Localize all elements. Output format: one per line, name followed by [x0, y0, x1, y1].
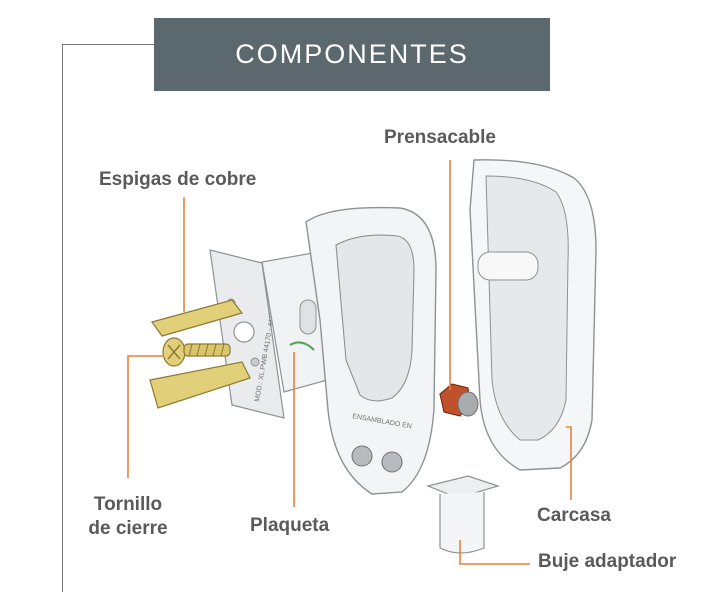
leader-tornillo: [127, 355, 164, 478]
cable-clamp-nut: [439, 383, 479, 417]
adapter-bushing: [426, 475, 500, 554]
label-plaqueta: Plaqueta: [250, 515, 330, 536]
label-carcasa: Carcasa: [537, 505, 611, 526]
frame-line-top: [62, 44, 155, 45]
section-title: COMPONENTES: [154, 18, 550, 91]
section-title-text: COMPONENTES: [235, 39, 469, 69]
label-buje: Buje adaptador: [538, 551, 677, 572]
label-espigas: Espigas de cobre: [99, 169, 257, 190]
frame-line-left: [62, 44, 63, 592]
front-housing: ENSAMBLADO EN: [305, 206, 437, 495]
leader-carcasa: [566, 426, 572, 500]
label-prensacable: Prensacable: [384, 127, 496, 148]
copper-prongs: [149, 299, 251, 409]
leader-lines: [127, 160, 572, 565]
label-tornillo-line1: Tornillo: [93, 494, 163, 515]
closing-screw: [162, 337, 231, 367]
label-tornillo-line2: de cierre: [88, 518, 168, 539]
rear-shell: [469, 159, 597, 471]
leader-buje: [459, 540, 530, 565]
